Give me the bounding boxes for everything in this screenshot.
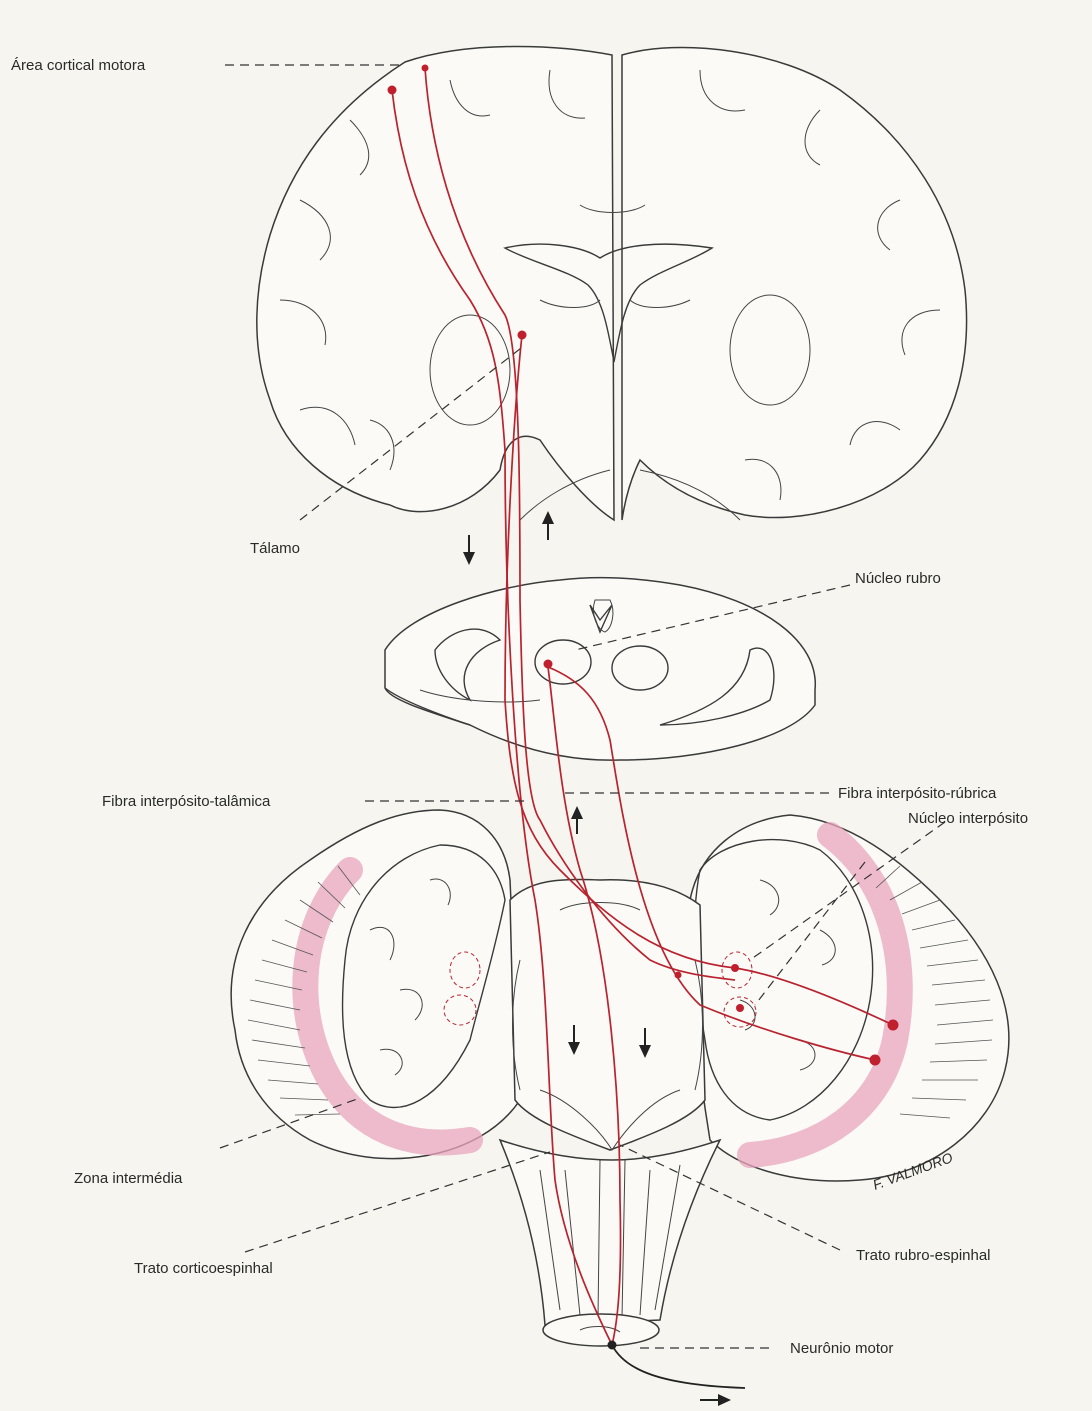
spinal-cord-cross-section xyxy=(543,1314,659,1346)
left-hemisphere xyxy=(257,46,614,520)
label-neuronio-motor: Neurônio motor xyxy=(790,1340,893,1357)
midbrain-section xyxy=(385,578,815,761)
label-trato-corticoespinhal: Trato corticoespinhal xyxy=(134,1260,273,1277)
label-fibra-interposito-rubrica: Fibra interpósito-rúbrica xyxy=(838,785,997,802)
label-nucleo-interposito: Núcleo interpósito xyxy=(908,810,1028,827)
label-nucleo-rubro: Núcleo rubro xyxy=(855,570,941,587)
arrow-up-icon xyxy=(571,806,583,834)
motor-neuron-cell xyxy=(608,1341,617,1350)
label-fibra-interposito-talamica: Fibra interpósito-talâmica xyxy=(102,793,271,810)
cerebrum-section xyxy=(257,46,967,520)
label-talamo: Tálamo xyxy=(250,540,300,557)
motor-neuron-axon xyxy=(612,1345,745,1388)
label-area-cortical-motora: Área cortical motora xyxy=(11,57,146,74)
arrow-up-icon xyxy=(542,511,554,540)
arrow-right-icon xyxy=(700,1394,731,1406)
label-zona-intermedia: Zona intermédia xyxy=(74,1170,183,1187)
label-trato-rubro-espinhal: Trato rubro-espinhal xyxy=(856,1247,991,1264)
right-hemisphere xyxy=(622,48,967,520)
arrow-down-icon xyxy=(463,535,475,565)
